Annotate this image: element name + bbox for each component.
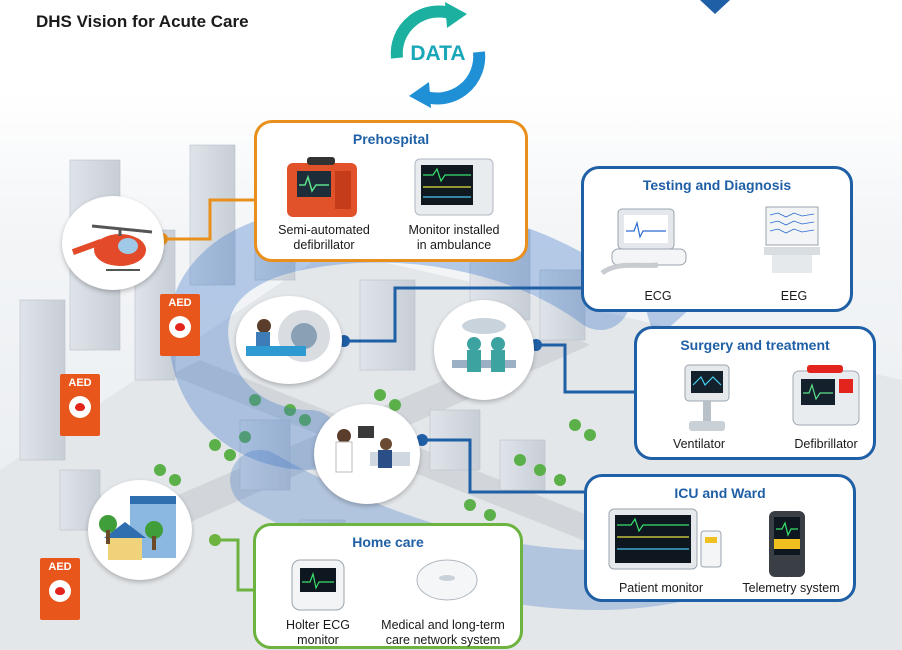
heart-icon — [69, 396, 91, 418]
helicopter-scene — [62, 196, 164, 290]
connector-dot-ward — [416, 434, 428, 446]
panel-title: Prehospital — [352, 131, 430, 147]
surgery-treatment-panel: Surgery and treatment Ventilator Defibri… — [634, 326, 876, 460]
panel-title: Home care — [352, 534, 424, 550]
heart-icon — [169, 316, 191, 338]
item-caption: Medical and long-term care network syste… — [381, 618, 505, 647]
item-caption: Telemetry system — [742, 581, 840, 595]
home-care-panel: Home care Holter ECG monitor Medical and… — [253, 523, 523, 649]
page-title: DHS Vision for Acute Care — [36, 12, 249, 31]
connector-dot-home — [209, 534, 221, 546]
panel-title: ICU and Ward — [674, 485, 766, 501]
panel-title: Surgery and treatment — [680, 337, 830, 353]
item-caption: Ventilator — [672, 437, 726, 451]
aed-label: AED — [68, 377, 92, 389]
heart-icon — [49, 580, 71, 602]
imaging-scene — [236, 296, 342, 384]
item-caption: Semi-automated defibrillator — [278, 223, 370, 252]
item-caption: Patient monitor — [618, 581, 704, 595]
ward-scene — [314, 404, 420, 504]
aed-label: AED — [168, 297, 192, 309]
data-cycle-graphic — [390, 2, 486, 108]
item-caption: EEG — [780, 289, 808, 303]
patient-monitor-icon — [608, 508, 722, 570]
house-icon — [99, 496, 176, 560]
panel-title: Testing and Diagnosis — [642, 177, 792, 193]
testing-diagnosis-panel: Testing and Diagnosis ECG EEG — [581, 166, 853, 312]
defibrillator-icon — [792, 365, 860, 426]
operating-room-icon — [452, 318, 516, 372]
ecg-device-icon — [600, 208, 687, 276]
helicopter-icon — [71, 224, 153, 271]
ventilator-icon — [684, 364, 730, 431]
aed-sign: AED — [160, 294, 200, 356]
network-hub-icon — [416, 559, 478, 601]
ward-room-icon — [335, 426, 410, 473]
surgery-scene — [434, 300, 534, 400]
home-scene — [88, 480, 192, 580]
icu-ward-panel: ICU and Ward Patient monitor Telemetry s… — [584, 474, 856, 602]
item-caption: Holter ECG monitor — [286, 618, 350, 647]
aed-sign: AED — [40, 558, 80, 620]
aed-label: AED — [48, 561, 72, 573]
telemetry-icon — [769, 511, 805, 577]
defibrillator-icon — [287, 157, 357, 217]
aed-sign: AED — [60, 374, 100, 436]
mri-scanner-icon — [246, 310, 330, 362]
item-caption: Monitor installed in ambulance — [408, 223, 500, 252]
data-label: DATA — [410, 42, 466, 65]
monitor-icon — [414, 158, 494, 216]
eeg-device-icon — [764, 206, 820, 273]
item-caption: Defibrillator — [794, 437, 858, 451]
prehospital-panel: Prehospital Semi-automated defibrillator… — [254, 120, 528, 262]
holter-monitor-icon — [291, 559, 345, 611]
item-caption: ECG — [644, 289, 672, 303]
